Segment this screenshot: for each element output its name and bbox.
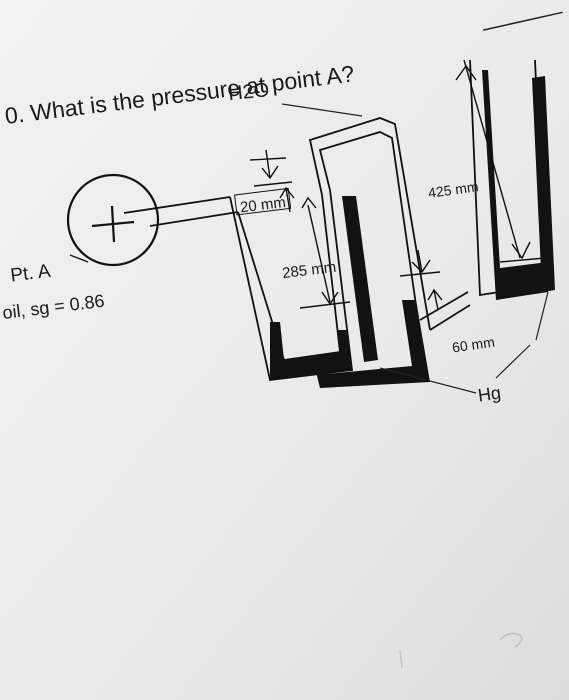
mercury-bottom-first-u <box>270 322 352 380</box>
dimension-markers <box>249 59 546 311</box>
faint-pencil-mark <box>499 632 523 648</box>
dim-60mm: 60 mm <box>451 334 496 356</box>
point-a-container <box>66 173 160 267</box>
hg-leader-3 <box>535 291 549 341</box>
crossover-tube-inner <box>318 131 421 334</box>
h2o-leader-line <box>281 103 363 117</box>
faint-pencil-line <box>399 649 403 669</box>
dim-425mm: 425 mm <box>427 178 479 201</box>
dim-285mm: 285 mm <box>281 259 337 282</box>
hg-leader-1 <box>379 367 477 394</box>
answer-blank-line <box>483 11 563 31</box>
mercury-middle-leg <box>342 196 378 362</box>
second-u-bottom <box>312 300 430 388</box>
dim-20mm: 20 mm <box>239 194 287 216</box>
mercury-label: Hg <box>477 383 503 406</box>
mercury-right-leg <box>470 70 548 300</box>
h2o-label: H2O <box>227 79 270 105</box>
hg-leader-2 <box>495 344 531 379</box>
mercury-right-tube-wall <box>532 76 555 292</box>
point-a-label: Pt. A <box>9 261 52 287</box>
manometer-tubes <box>66 59 555 388</box>
point-a-cross-v <box>110 205 116 243</box>
crossover-tube-outer <box>308 117 431 331</box>
